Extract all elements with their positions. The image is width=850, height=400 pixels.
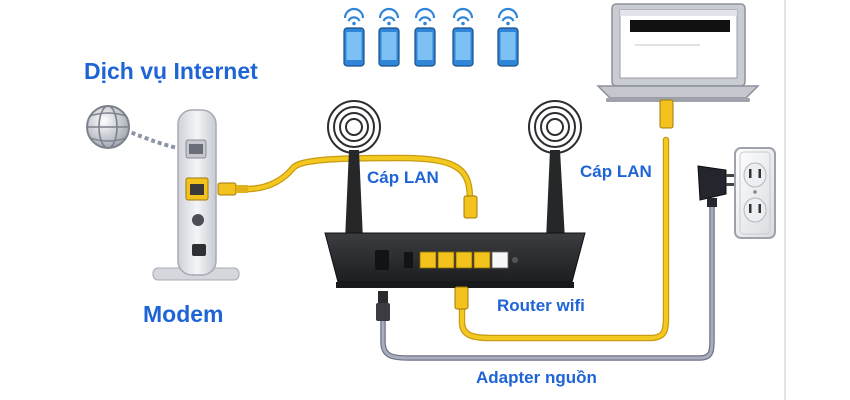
- router-lan-ports: [419, 251, 509, 269]
- power-adapter-icon: [697, 165, 734, 207]
- lan-cable-label-2: Cáp LAN: [580, 162, 652, 181]
- wall-outlet-icon: [734, 147, 776, 239]
- internet-service-label: Dịch vụ Internet: [84, 58, 258, 84]
- internet-link-line: [124, 128, 189, 152]
- power-adapter-label: Adapter nguồn: [476, 368, 597, 387]
- modem-label: Modem: [143, 301, 224, 327]
- lan-plug-icon: [463, 195, 478, 219]
- router-antenna-left: [345, 150, 363, 240]
- router-antenna-right: [546, 150, 565, 240]
- lan-plug-icon: [454, 286, 469, 310]
- router: [324, 232, 586, 288]
- smartphone-icon: [414, 7, 436, 67]
- smartphone-icon: [497, 7, 519, 67]
- smartphone-icon: [378, 7, 400, 67]
- router-label: Router wifi: [497, 296, 585, 315]
- modem: [152, 109, 240, 281]
- smartphone-icon: [452, 7, 474, 67]
- edge-divider: [784, 0, 786, 400]
- power-plug-icon: [376, 291, 390, 321]
- smartphones-group: [343, 7, 519, 67]
- lan-plug-icon: [659, 99, 674, 129]
- wifi-signal-icon: [327, 100, 381, 154]
- globe-icon: [86, 105, 130, 149]
- smartphone-icon: [343, 7, 365, 67]
- lan-cable-label-1: Cáp LAN: [367, 168, 439, 187]
- laptop-icon: [596, 3, 760, 102]
- lan-plug-icon: [217, 182, 248, 196]
- wifi-signal-icon: [528, 100, 582, 154]
